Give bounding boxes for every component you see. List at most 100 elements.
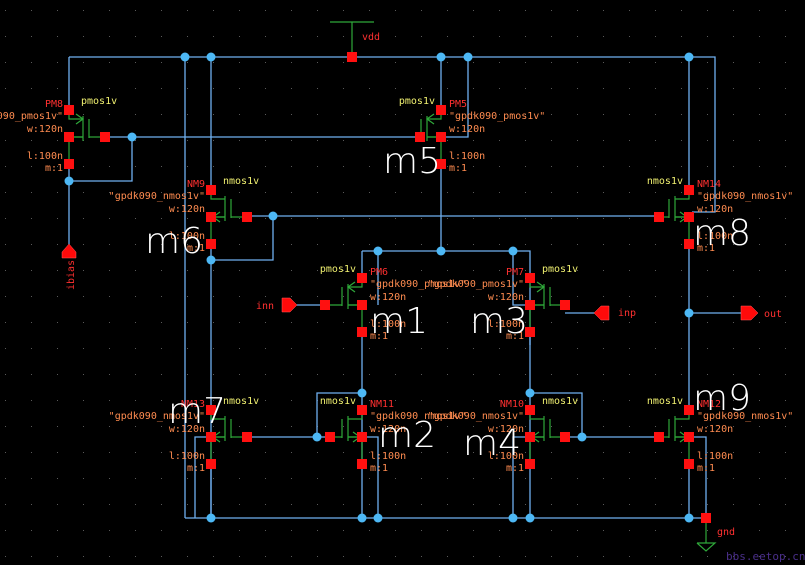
grid-dot bbox=[213, 322, 214, 323]
pin[interactable] bbox=[684, 239, 694, 249]
wire-nm10-diode[interactable] bbox=[530, 392, 583, 437]
pin[interactable] bbox=[525, 300, 535, 310]
pin[interactable] bbox=[357, 432, 367, 442]
pin[interactable] bbox=[436, 105, 446, 115]
grid-dot bbox=[239, 296, 240, 297]
pin[interactable] bbox=[64, 105, 74, 115]
pin[interactable] bbox=[357, 300, 367, 310]
pin[interactable] bbox=[525, 327, 535, 337]
port-ibias[interactable]: ibias bbox=[61, 243, 77, 290]
grid-dot bbox=[733, 478, 734, 479]
pin[interactable] bbox=[100, 132, 110, 142]
pin[interactable] bbox=[560, 300, 570, 310]
wire-vdd-rail[interactable] bbox=[69, 56, 716, 213]
wire-vdd-pm5-b[interactable] bbox=[441, 57, 469, 138]
pin[interactable] bbox=[684, 432, 694, 442]
wire-nm13-bulk[interactable] bbox=[194, 436, 211, 518]
grid-dot bbox=[369, 296, 370, 297]
pin[interactable] bbox=[684, 459, 694, 469]
grid-dot bbox=[759, 556, 760, 557]
model-name: "gpdk090_nmos1v" bbox=[428, 411, 524, 422]
wire-pm8-diode[interactable] bbox=[69, 137, 133, 182]
grid-dot bbox=[473, 62, 474, 63]
pin[interactable] bbox=[684, 185, 694, 195]
pin[interactable] bbox=[206, 405, 216, 415]
grid-dot bbox=[551, 452, 552, 453]
pin[interactable] bbox=[525, 459, 535, 469]
pin[interactable] bbox=[206, 459, 216, 469]
pin[interactable] bbox=[684, 212, 694, 222]
grid-dot bbox=[707, 556, 708, 557]
grid-dot bbox=[5, 192, 6, 193]
device-nm12[interactable]: NM12nmos1v"gpdk090_nmos1v"w:120nl:100nm:… bbox=[647, 378, 793, 474]
pin[interactable] bbox=[320, 300, 330, 310]
port-inn[interactable]: inn bbox=[256, 297, 298, 313]
device-pm6[interactable]: PM6pmos1v"gpdk090_pmos1v"w:120nl:100nm:1… bbox=[320, 264, 466, 342]
pin[interactable] bbox=[525, 432, 535, 442]
grid-dot bbox=[395, 218, 396, 219]
wire-pm7-b[interactable] bbox=[512, 278, 530, 306]
device-nm14[interactable]: NM14nmos1v"gpdk090_nmos1v"w:120nl:100nm:… bbox=[647, 176, 793, 254]
grid-dot bbox=[109, 400, 110, 401]
wire-nm11-bulk[interactable] bbox=[362, 436, 379, 518]
wire-nm9-diode[interactable] bbox=[211, 216, 274, 261]
vdd-pin[interactable] bbox=[347, 52, 357, 62]
pin[interactable] bbox=[242, 212, 252, 222]
grid-dot bbox=[421, 244, 422, 245]
pin[interactable] bbox=[654, 212, 664, 222]
grid-dot bbox=[83, 244, 84, 245]
grid-dot bbox=[265, 192, 266, 193]
pin[interactable] bbox=[560, 432, 570, 442]
grid-dot bbox=[343, 348, 344, 349]
pin[interactable] bbox=[206, 212, 216, 222]
width-param: w:120n bbox=[449, 124, 485, 135]
grid-dot bbox=[161, 140, 162, 141]
pin[interactable] bbox=[242, 432, 252, 442]
pin[interactable] bbox=[325, 432, 335, 442]
wire-nm11-diode[interactable] bbox=[316, 392, 358, 437]
pin[interactable] bbox=[357, 459, 367, 469]
pin[interactable] bbox=[64, 132, 74, 142]
grid-dot bbox=[369, 114, 370, 115]
port-out[interactable]: out bbox=[740, 305, 782, 321]
junction-dot bbox=[508, 246, 518, 256]
device-nm11[interactable]: NM11nmos1v"gpdk090_nmos1v"w:120nl:100nm:… bbox=[320, 396, 466, 474]
grid-dot bbox=[369, 374, 370, 375]
grid-dot bbox=[187, 36, 188, 37]
grid-dot bbox=[291, 270, 292, 271]
grid-dot bbox=[83, 400, 84, 401]
pin[interactable] bbox=[525, 273, 535, 283]
pin[interactable] bbox=[654, 432, 664, 442]
port-inp[interactable]: inp bbox=[593, 305, 636, 321]
pin[interactable] bbox=[206, 432, 216, 442]
pin[interactable] bbox=[357, 273, 367, 283]
pin[interactable] bbox=[206, 185, 216, 195]
pin[interactable] bbox=[357, 405, 367, 415]
pin[interactable] bbox=[206, 239, 216, 249]
pin[interactable] bbox=[684, 405, 694, 415]
pin[interactable] bbox=[436, 132, 446, 142]
pin[interactable] bbox=[357, 327, 367, 337]
pin[interactable] bbox=[415, 132, 425, 142]
grid-dot bbox=[577, 218, 578, 219]
gnd-pin[interactable] bbox=[701, 513, 711, 523]
grid-dot bbox=[395, 296, 396, 297]
grid-dot bbox=[135, 452, 136, 453]
grid-dot bbox=[577, 426, 578, 427]
pin[interactable] bbox=[525, 405, 535, 415]
grid-dot bbox=[577, 270, 578, 271]
device-pm5[interactable]: PM5pmos1v"gpdk090_pmos1v"w:120nl:100nm:1… bbox=[383, 96, 545, 182]
pin[interactable] bbox=[436, 159, 446, 169]
wire-nm10-bulk[interactable] bbox=[512, 436, 530, 518]
pin[interactable] bbox=[64, 159, 74, 169]
grid-dot bbox=[733, 166, 734, 167]
junction-dot bbox=[684, 513, 694, 523]
wire-nm12-bulk[interactable] bbox=[689, 436, 707, 518]
grid-dot bbox=[5, 114, 6, 115]
